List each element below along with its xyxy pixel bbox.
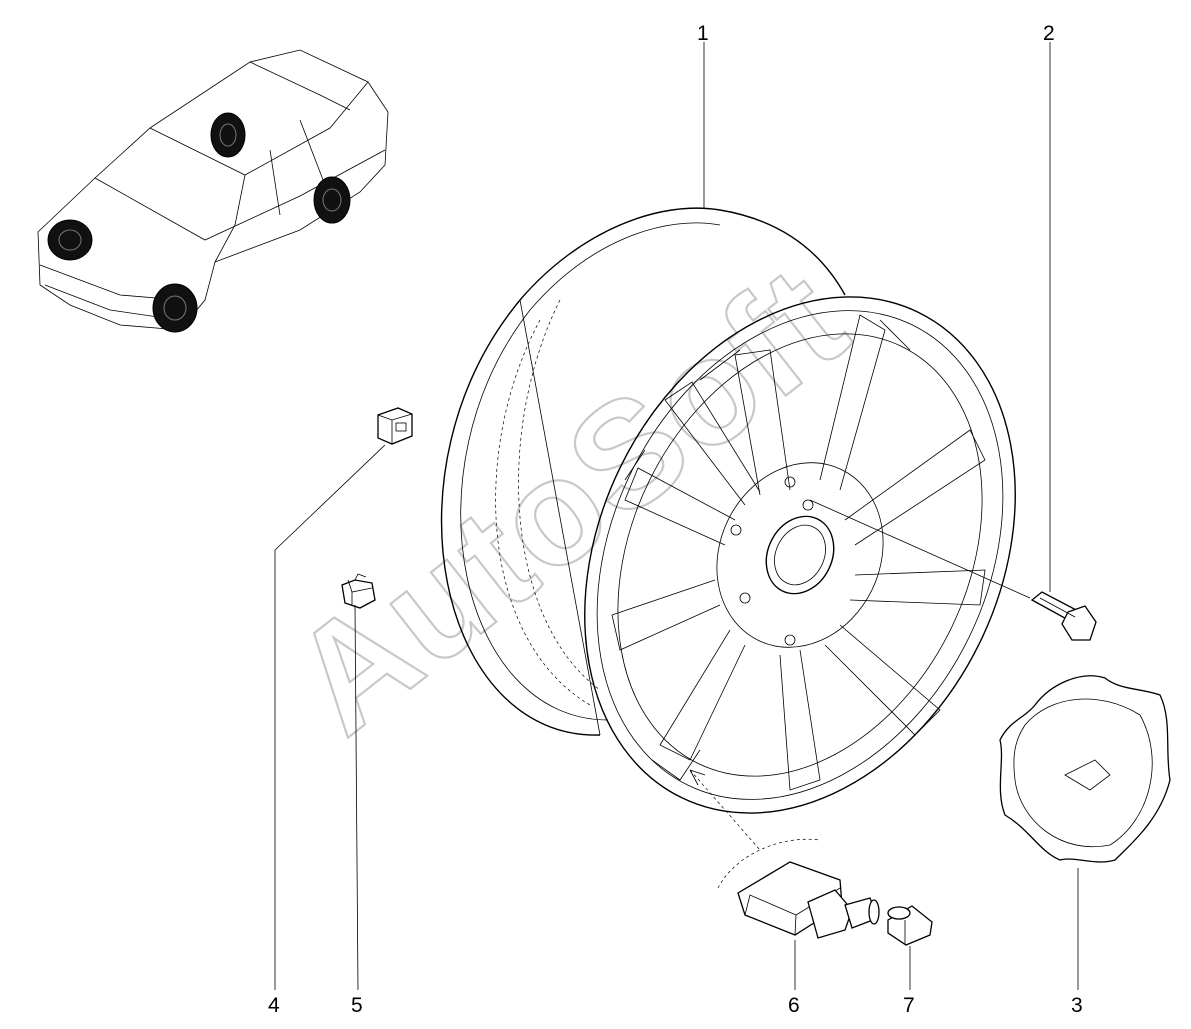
leader-lines (274, 42, 1079, 991)
callout-7: 7 (903, 994, 915, 1017)
watermark-text: AutoSoft (261, 233, 876, 765)
tpms-sensor-part-6 (689, 769, 880, 939)
callout-3: 3 (1071, 994, 1083, 1017)
valve-cap-part-7 (887, 905, 933, 946)
lug-bolt-part-2 (809, 499, 1097, 641)
clip-part-5 (341, 573, 376, 609)
callout-5: 5 (351, 994, 363, 1017)
center-cap-part-3 (999, 675, 1171, 863)
car-thumbnail (37, 49, 389, 333)
clip-part-4 (377, 407, 413, 445)
callout-2: 2 (1043, 22, 1055, 45)
wheel-part-1 (440, 207, 1016, 814)
callout-4: 4 (268, 994, 280, 1017)
callouts: 1 2 3 4 5 6 7 (268, 22, 1083, 1017)
wheel-spokes (611, 314, 986, 791)
callout-1: 1 (697, 22, 709, 45)
wheel-face (584, 296, 1016, 814)
callout-6: 6 (788, 994, 800, 1017)
